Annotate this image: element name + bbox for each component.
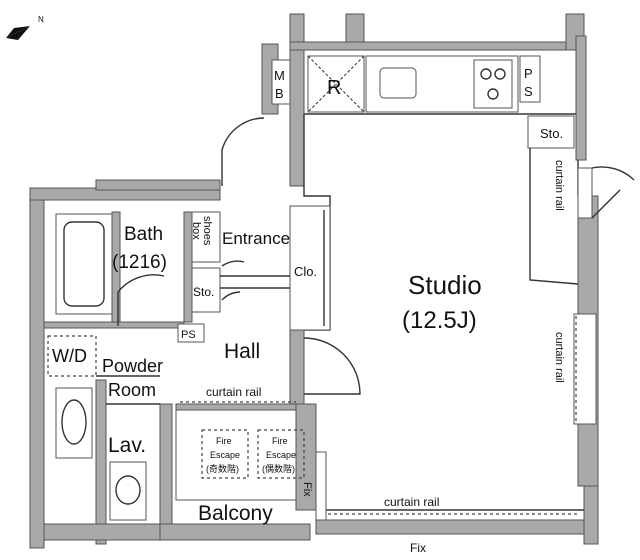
curtain-rail-bottom: curtain rail [384, 495, 439, 509]
powder-room-label-1: Powder [102, 356, 163, 376]
closet-label: Clo. [294, 264, 317, 279]
interior-lines [47, 55, 635, 521]
fire-escape-1-line1: Fire [216, 436, 232, 446]
powder-room-label-2: Room [108, 380, 156, 400]
refrigerator-label: R [327, 77, 341, 99]
storage-top-label: Sto. [540, 126, 563, 141]
fix-bottom-label: Fix [410, 541, 426, 555]
entrance-label: Entrance [222, 229, 290, 248]
bath-label: Bath [124, 224, 163, 245]
fire-escape-2-line1: Fire [272, 436, 288, 446]
lav-label: Lav. [108, 434, 146, 457]
fire-escape-2-line2: Escape [266, 450, 296, 460]
fire-escape-2-line3: (偶数階) [262, 463, 295, 474]
bath-size: (1216) [112, 252, 167, 273]
north-label: N [38, 15, 44, 24]
north-arrow-icon [6, 17, 34, 43]
studio-label: Studio [408, 270, 482, 300]
curtain-rail-right-top: curtain rail [553, 160, 565, 211]
storage-hall-label: Sto. [193, 285, 214, 299]
ps-top-label-s: S [524, 84, 533, 99]
mb-label-b: B [275, 86, 284, 101]
shoes-box-label-2: box [190, 222, 202, 240]
hall-label: Hall [224, 340, 260, 363]
fire-escape-1-line2: Escape [210, 450, 240, 460]
wd-label: W/D [52, 346, 87, 366]
ps-hall-label: PS [181, 329, 196, 341]
shoes-box-label-1: shoes [201, 216, 213, 246]
curtain-rail-right-bottom: curtain rail [553, 332, 565, 383]
curtain-rail-hall: curtain rail [206, 385, 261, 399]
studio-size: (12.5J) [402, 307, 477, 334]
ps-top-label-p: P [524, 66, 533, 81]
fire-escape-1-line3: (奇数階) [206, 463, 239, 474]
balcony-label: Balcony [198, 502, 273, 525]
mb-label-m: M [274, 68, 285, 83]
fix-vertical-label: Fix [301, 482, 313, 497]
